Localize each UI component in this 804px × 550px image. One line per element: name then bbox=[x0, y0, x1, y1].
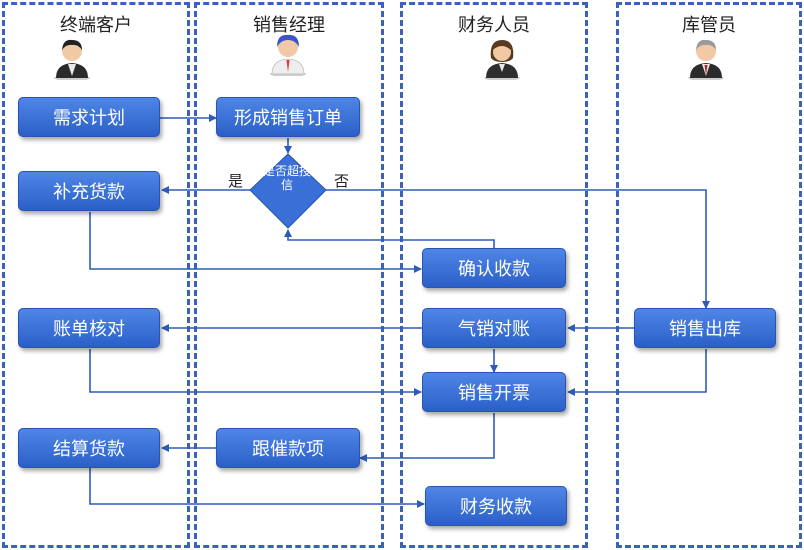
sales-manager-avatar-icon bbox=[270, 34, 306, 76]
finance-receipt-box: 财务收款 bbox=[425, 486, 567, 526]
lane-title-warehouse: 库管员 bbox=[682, 15, 736, 36]
yes-label: 是 bbox=[228, 172, 244, 190]
follow-up-box: 跟催款项 bbox=[216, 428, 360, 468]
lane-warehouse: 库管员 bbox=[616, 2, 802, 548]
lane-title-customer: 终端客户 bbox=[60, 15, 132, 36]
reconcile-box: 账单核对 bbox=[18, 308, 160, 348]
warehouse-avatar-icon bbox=[688, 39, 724, 80]
edge-settle-to-finance bbox=[89, 468, 425, 508]
edge-outbound-to-invoice bbox=[567, 349, 707, 396]
sales-order-box: 形成销售订单 bbox=[216, 97, 360, 137]
edge-confirm-to-decision bbox=[284, 229, 495, 248]
credit-check-label: 是否超授信 bbox=[262, 164, 311, 192]
credit-check-diamond bbox=[249, 153, 327, 229]
lane-sales-manager: 销售经理 bbox=[194, 2, 384, 548]
replenish-payment-box: 补充货款 bbox=[18, 171, 160, 211]
gas-reconcile-box: 气销对账 bbox=[422, 308, 566, 348]
edge-reconcile-to-invoice bbox=[89, 349, 422, 396]
lane-finance: 财务人员 bbox=[400, 2, 588, 548]
sales-invoice-box: 销售开票 bbox=[422, 372, 566, 412]
lane-title-finance: 财务人员 bbox=[458, 15, 530, 36]
edge-decision-no-to-outbound bbox=[326, 189, 710, 309]
edge-replenish-to-confirm bbox=[89, 212, 422, 273]
customer-avatar-icon bbox=[54, 39, 90, 80]
demand-plan-box: 需求计划 bbox=[18, 97, 160, 137]
no-label: 否 bbox=[334, 172, 350, 190]
finance-avatar-icon bbox=[484, 40, 520, 80]
sales-outbound-box: 销售出库 bbox=[634, 308, 776, 348]
confirm-receipt-box: 确认收款 bbox=[422, 248, 566, 288]
settle-payment-box: 结算货款 bbox=[18, 428, 160, 468]
lane-customer: 终端客户 bbox=[2, 2, 190, 548]
lane-title-sales-manager: 销售经理 bbox=[253, 15, 325, 36]
edge-invoice-to-followup bbox=[359, 413, 495, 462]
